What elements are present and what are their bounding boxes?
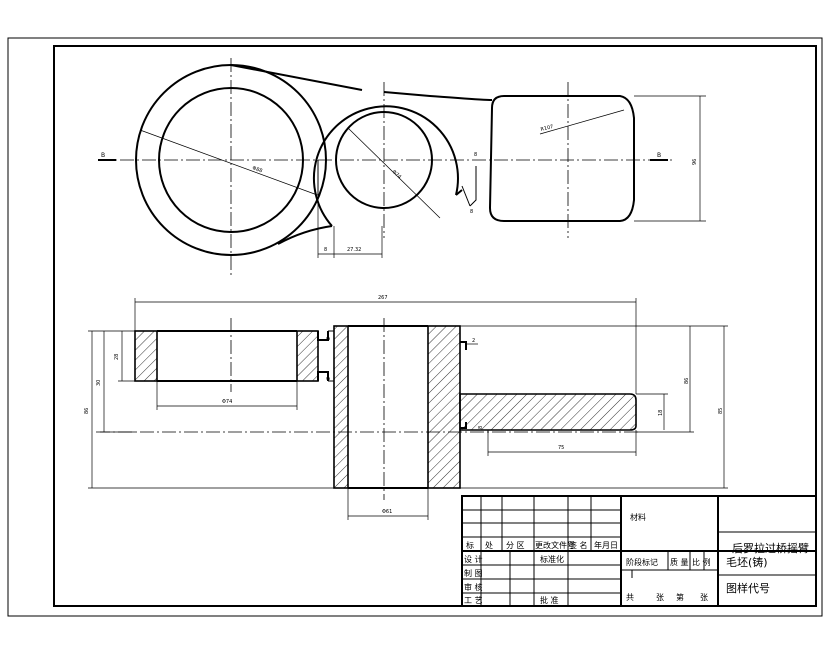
title-part-name-1: 后罗拉过桥摇臂: [732, 541, 809, 555]
boss-left-wall: [333, 325, 349, 489]
dim-left-height-inner: 28: [114, 354, 120, 360]
dim-top-height: 96: [692, 159, 698, 165]
sheet-border: [7, 37, 823, 617]
arm-block: [488, 95, 635, 222]
svg-text:年月日: 年月日: [594, 540, 618, 550]
svg-text:2: 2: [472, 338, 475, 344]
dim-top-gap: 27.32: [347, 247, 361, 253]
dim-top-radius: R107: [540, 124, 554, 133]
section-mark-left: B: [101, 152, 105, 159]
svg-text:共: 共: [626, 593, 634, 602]
left-flange-right-section: [296, 330, 319, 382]
title-drawing-code: 图样代号: [726, 581, 770, 595]
drawing-frame: [53, 45, 817, 607]
top-view: B B 8 8 Φ88 Φ74 R107 96: [98, 58, 706, 278]
svg-text:第: 第: [676, 592, 684, 602]
big-boss-bore: [158, 87, 304, 233]
dim-left-inner-dia: Φ74: [222, 399, 232, 405]
dim-overall-length: 267: [378, 295, 388, 301]
svg-text:处: 处: [485, 540, 493, 550]
front-section-view: 267 86 30 28 Φ74 2 2 2 8 86 85 18: [84, 295, 728, 520]
dim-arm-length: 75: [558, 445, 564, 451]
dim-left-height-outer: 86: [84, 408, 90, 414]
svg-text:标: 标: [466, 540, 474, 550]
svg-text:阶段标记: 阶段标记: [626, 557, 658, 567]
dim-right-height: 86: [684, 378, 690, 384]
dim-bore-dia: Φ61: [382, 509, 392, 515]
dim-center-height: 30: [96, 380, 102, 386]
svg-text:2: 2: [326, 337, 332, 340]
svg-text:分 区: 分 区: [506, 541, 525, 550]
dim-arm-thickness: 18: [658, 410, 664, 416]
title-block: 材料 后罗拉过桥摇臂 毛坯(铸) 图样代号 标 处 分 区 更改文件号 签 名 …: [461, 495, 817, 607]
svg-text:8: 8: [474, 152, 477, 158]
svg-text:2: 2: [326, 377, 332, 380]
svg-text:8: 8: [470, 209, 473, 215]
svg-text:张: 张: [656, 593, 664, 602]
title-material-label: 材料: [630, 512, 646, 522]
svg-text:质 量: 质 量: [670, 557, 689, 567]
svg-text:张: 张: [700, 593, 708, 602]
svg-text:比 例: 比 例: [692, 557, 711, 567]
svg-text:8: 8: [478, 426, 484, 429]
dim-top-small-dia: Φ74: [391, 169, 403, 180]
dim-right-full-height: 85: [718, 408, 724, 414]
svg-text:设 计: 设 计: [464, 554, 483, 564]
svg-text:标准化: 标准化: [540, 554, 564, 564]
svg-text:工 艺: 工 艺: [464, 596, 483, 605]
dim-top-offset: 8: [324, 247, 327, 253]
small-boss-outer: [313, 105, 459, 227]
small-boss-bore: [335, 111, 433, 209]
svg-text:审 核: 审 核: [464, 582, 483, 592]
left-flange-left-section: [134, 330, 158, 382]
dim-top-big-dia: Φ88: [251, 165, 263, 174]
svg-text:签 名: 签 名: [569, 540, 588, 550]
arm-section: [459, 393, 637, 431]
title-part-name-2: 毛坯(铸): [726, 555, 768, 569]
section-mark-right: B: [657, 152, 661, 159]
svg-text:批 准: 批 准: [540, 595, 559, 605]
svg-text:制 图: 制 图: [464, 568, 483, 578]
boss-right-wall: [427, 325, 461, 489]
svg-text:更改文件号: 更改文件号: [535, 540, 575, 550]
